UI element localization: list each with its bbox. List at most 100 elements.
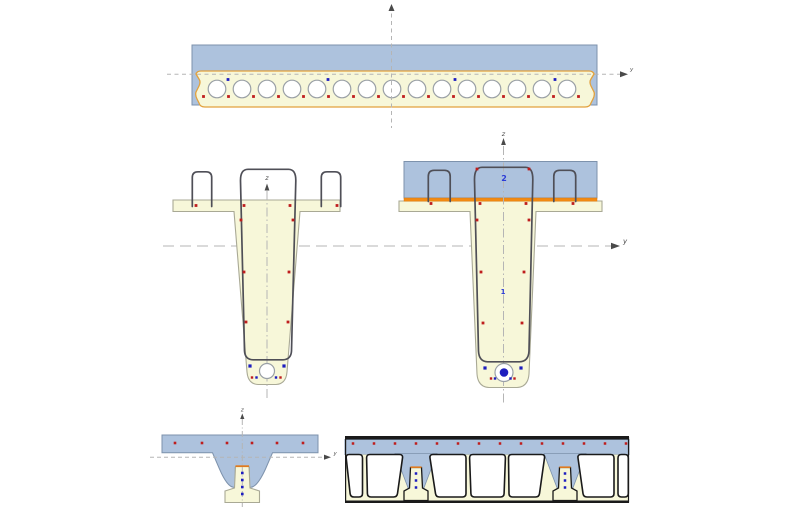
interface-layer: [403, 197, 598, 202]
beam-right-z-arrow-icon: [501, 138, 506, 145]
rebar-dot-red: [522, 270, 526, 274]
slab-void-circle: [282, 79, 302, 99]
rebar-dot-red: [519, 442, 523, 445]
figure-beam-and-block-floor[interactable]: [344, 436, 630, 503]
slab-void-circle: [332, 79, 352, 99]
rebar-dot-red: [287, 270, 291, 274]
rebar-dot-red: [498, 442, 502, 445]
rebar-dot-red: [520, 321, 524, 325]
web-phase-label: 1: [501, 288, 506, 296]
slab-void-circle: [407, 79, 427, 99]
t-beam-section: [172, 199, 341, 386]
topping-phase-label: 2: [501, 174, 507, 183]
slab-void-circle: [257, 79, 277, 99]
rebar-dot-red: [527, 167, 531, 171]
strand-dot-red: [427, 95, 430, 98]
rebar-dot-blue: [519, 366, 523, 370]
rebar-dot-blue: [241, 485, 244, 489]
strand-dot-red: [502, 95, 505, 98]
slab-void-circle: [457, 79, 477, 99]
middle-y-axis: y: [163, 238, 628, 250]
figure-composite-t-beam[interactable]: z 2 1: [398, 130, 603, 404]
figure-hollow-core-slab[interactable]: y: [167, 4, 634, 128]
rebar-dot-blue: [241, 492, 244, 496]
slab-void-circles: [207, 79, 577, 99]
rebar-dot-blue: [414, 486, 418, 489]
rebar-dot-blue: [248, 364, 252, 368]
slab-void-circle: [432, 79, 452, 99]
rebar-dot-blue: [453, 78, 457, 81]
rebar-dot-blue: [563, 472, 567, 475]
rebar-dot-blue: [282, 364, 286, 368]
slab-strand-dots-red: [202, 95, 580, 98]
rebar-dot-red: [524, 202, 528, 205]
strand-dot-red: [252, 95, 255, 98]
strand-dot-red: [402, 95, 405, 98]
rebar-dot-red: [481, 321, 485, 325]
rebar-dot-red: [561, 442, 565, 445]
strand-dot-red: [302, 95, 305, 98]
joist-z-arrow-icon: [240, 413, 245, 419]
rebar-dot-red: [286, 320, 290, 324]
rebar-dot-red: [624, 442, 628, 445]
rebar-dot-red: [603, 442, 607, 445]
rebar-dot-red: [250, 441, 254, 445]
slab-void-circle: [532, 79, 552, 99]
joist-y-axis-label: y: [333, 451, 338, 457]
middle-y-axis-label: y: [622, 238, 628, 246]
rebar-dot-blue: [414, 472, 418, 475]
figure-precast-t-beam[interactable]: z: [172, 168, 342, 401]
rebar-dot-red: [475, 218, 479, 222]
tendon-strand: [499, 368, 509, 377]
rebar-dot-red: [540, 442, 544, 445]
strand-dot-blue: [493, 377, 497, 380]
stirrup-hook-right: [552, 169, 577, 203]
block-void: [617, 453, 630, 498]
rebar-dot-blue: [563, 479, 567, 482]
rebar-dot-red: [477, 442, 481, 445]
slab-z-arrow-icon: [388, 4, 395, 11]
slab-y-axis-label: y: [629, 67, 634, 73]
figure-composite-joist[interactable]: z y: [150, 408, 338, 508]
rebar-dot-red: [582, 442, 586, 445]
block-void: [507, 453, 546, 498]
floor-block-voids: [345, 453, 630, 498]
rebar-dot-red: [194, 204, 198, 207]
floor-top-edge: [345, 436, 629, 440]
strand-dot-red: [452, 95, 455, 98]
rebar-dot-red: [475, 167, 479, 171]
joist-rebar-dots: [173, 441, 305, 496]
floor-bottom-edge: [345, 500, 629, 503]
rebar-dot-red: [351, 442, 355, 445]
rebar-dot-red: [200, 441, 204, 445]
rebar-dot-red: [429, 202, 433, 205]
middle-y-arrow-icon: [611, 242, 620, 250]
rebar-dot-blue: [563, 486, 567, 489]
rebar-dot-blue: [226, 78, 230, 81]
strand-dot-red: [277, 95, 280, 98]
strand-dot-red: [552, 95, 555, 98]
rebar-dot-blue: [483, 366, 487, 370]
strand-dot-red: [513, 377, 516, 380]
strand-dot-blue: [509, 377, 512, 380]
strand-dot-red: [377, 95, 380, 98]
beam-left-z-axis-label: z: [264, 174, 269, 182]
rebar-dot-red: [571, 202, 575, 205]
duct-hole: [258, 362, 276, 380]
strand-dot-red: [577, 95, 580, 98]
rebar-dot-red: [242, 270, 246, 274]
strand-dot-red: [477, 95, 480, 98]
strand-dot-red: [250, 376, 254, 379]
beam-left-rebar-dots: [194, 204, 339, 379]
strand-dot-red: [489, 377, 493, 380]
slab-y-arrow-icon: [620, 71, 628, 78]
strand-dot-red: [279, 376, 282, 379]
joist-z-axis-label: z: [240, 408, 244, 414]
stirrup-hook-right: [320, 170, 342, 208]
rebar-dot-blue: [326, 78, 330, 81]
slab-void-circle: [232, 79, 252, 99]
rebar-dot-red: [414, 442, 418, 445]
slab-void-circle: [307, 79, 327, 99]
block-void: [345, 453, 364, 498]
